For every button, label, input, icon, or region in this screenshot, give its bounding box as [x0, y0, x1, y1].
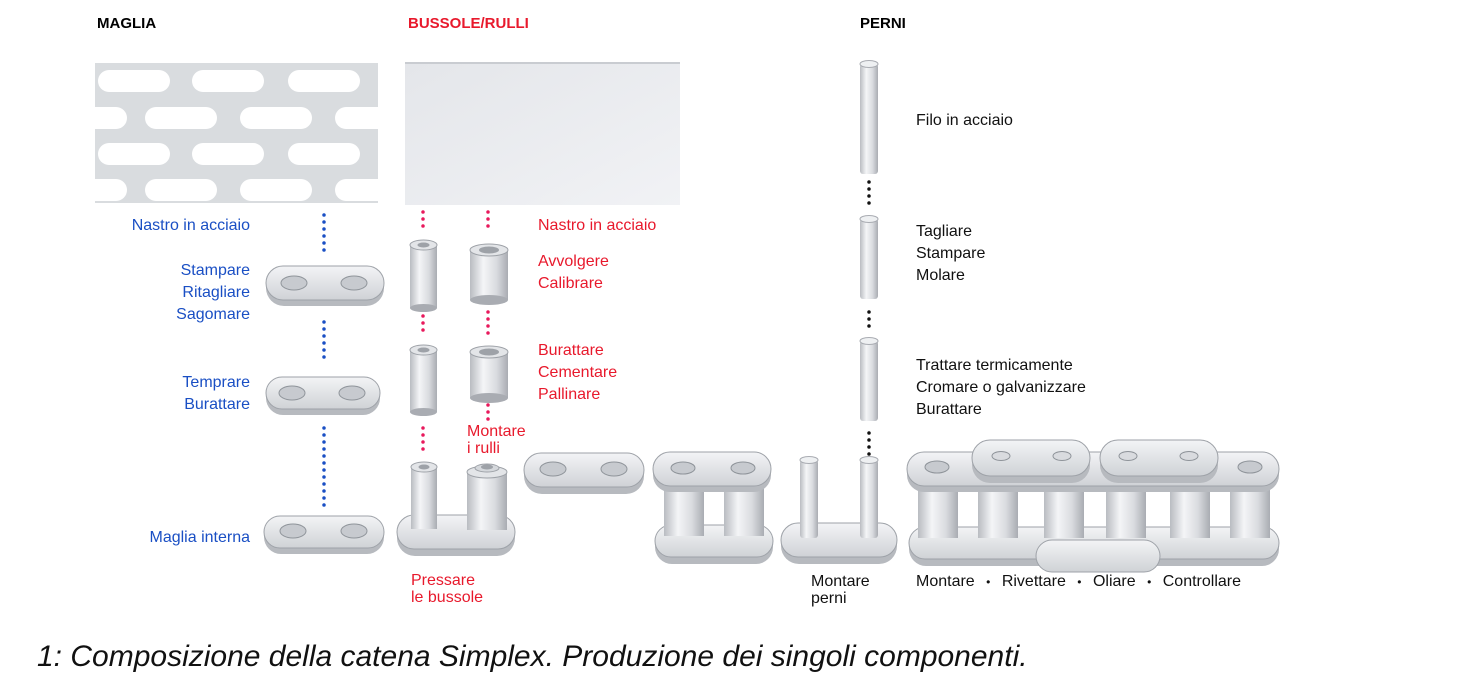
maglia-label: Ritagliare [182, 284, 250, 301]
assembled-chain [906, 439, 1280, 573]
maglia-label: Burattare [184, 396, 250, 413]
inner-plate-loose [523, 452, 645, 494]
bussole-step-3: Burattare Cementare Pallinare [538, 340, 617, 406]
perni-step-3: Trattare termicamente Cromare o galvaniz… [916, 355, 1086, 421]
maglia-step-4: Maglia interna [150, 527, 251, 549]
maglia-label: Nastro in acciaio [131, 217, 250, 234]
assembly-steps: Montare • Rivettare • Oliare • Controlla… [916, 571, 1241, 593]
maglia-label: Stampare [180, 262, 250, 279]
bussole-label: Calibrare [538, 275, 603, 292]
pressare-bussole-label: Pressare le bussole [411, 572, 483, 606]
bussole-label: le bussole [411, 589, 484, 606]
perni-step-1: Filo in acciaio [916, 110, 1013, 132]
steel-strip-perforated [0, 63, 408, 213]
pins-on-plate [780, 456, 898, 564]
maglia-label: Sagomare [176, 306, 250, 323]
pin-cut [859, 215, 879, 299]
montare-rulli-label: Montare i rulli [467, 423, 526, 457]
bussole-label: Cementare [538, 364, 618, 381]
figure-caption: 1: Composizione della catena Simplex. Pr… [37, 640, 1028, 673]
perni-label: Cromare o galvanizzare [916, 379, 1086, 396]
maglia-step-3: Temprare Burattare [182, 372, 250, 416]
bussole-label: Pallinare [538, 386, 601, 403]
plate-with-bushings [396, 461, 516, 556]
perni-label: Trattare termicamente [916, 357, 1073, 374]
inner-link [263, 515, 385, 554]
perni-label: Stampare [916, 245, 986, 262]
header-bussole-rulli: BUSSOLE/RULLI [408, 15, 529, 32]
perni-label: perni [811, 590, 847, 607]
dotted-connectors [322, 180, 871, 510]
maglia-step-1: Nastro in acciaio [132, 215, 250, 237]
roller [469, 243, 509, 305]
maglia-label: Temprare [182, 374, 250, 391]
perni-label: Montare [811, 573, 870, 590]
header-maglia: MAGLIA [97, 15, 157, 32]
assembly-step-montare: Montare [916, 573, 975, 590]
bushing [409, 239, 438, 312]
perni-label: Filo in acciaio [916, 112, 1013, 129]
perni-label: Tagliare [916, 223, 973, 240]
steel-sheet [405, 62, 680, 205]
maglia-label: Maglia interna [149, 529, 251, 546]
bussole-label: i rulli [467, 440, 500, 457]
pin-treated [859, 337, 879, 421]
link-plate-stamped [265, 265, 385, 306]
assembly-step-controllare: Controllare [1162, 573, 1242, 590]
header-perni: PERNI [860, 15, 906, 32]
separator-dot: • [1147, 575, 1152, 589]
bushing-treated [409, 344, 438, 416]
bussole-label: Pressare [411, 572, 476, 589]
bussole-label: Avvolgere [538, 253, 609, 270]
bussole-label: Burattare [538, 342, 604, 359]
separator-dot: • [1077, 575, 1082, 589]
assembly-step-rivettare: Rivettare [1001, 573, 1066, 590]
separator-dot: • [986, 575, 991, 589]
bussole-step-1: Nastro in acciaio [538, 215, 656, 237]
link-plate-hardened [265, 376, 381, 415]
maglia-step-2: Stampare Ritagliare Sagomare [176, 260, 250, 326]
perni-step-2: Tagliare Stampare Molare [916, 221, 985, 287]
assembled-inner-link [652, 451, 774, 564]
montare-perni-label: Montare perni [811, 573, 870, 607]
bussole-label: Montare [467, 423, 526, 440]
assembly-step-oliare: Oliare [1092, 573, 1136, 590]
pin-wire [859, 60, 879, 174]
bussole-step-2: Avvolgere Calibrare [538, 251, 609, 295]
roller-treated [469, 345, 509, 403]
bussole-label: Nastro in acciaio [538, 217, 657, 234]
perni-label: Molare [916, 267, 965, 284]
perni-label: Burattare [916, 401, 982, 418]
